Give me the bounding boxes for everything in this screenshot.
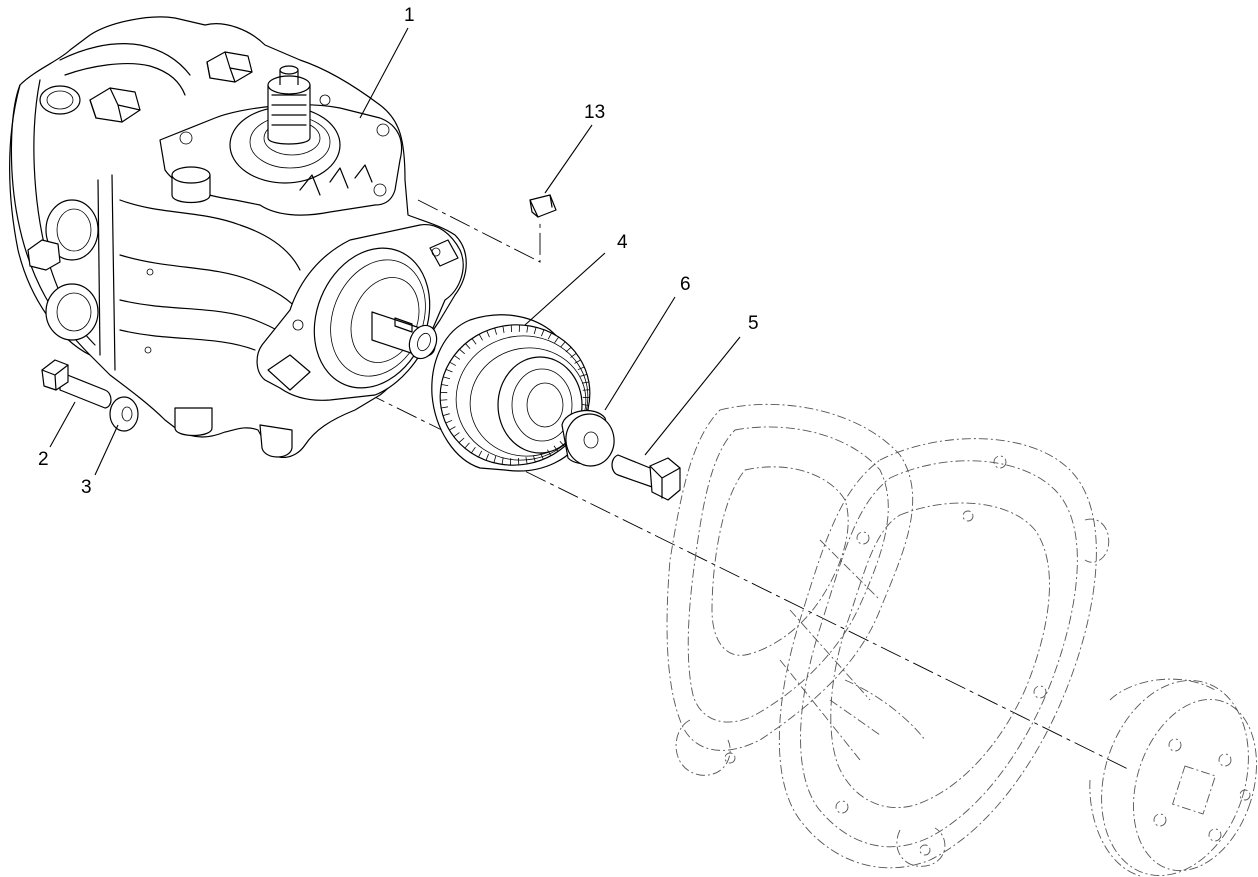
callout-2: 2 xyxy=(38,449,49,470)
gear-tooth xyxy=(485,453,490,461)
gear-tooth xyxy=(533,327,537,335)
callout-3: 3 xyxy=(81,477,92,498)
gear-tooth xyxy=(441,406,449,409)
drive-gear xyxy=(431,314,591,472)
gear-tooth xyxy=(553,445,559,452)
gear-tooth xyxy=(559,440,565,447)
leader-line-1 xyxy=(359,27,409,119)
gear-tooth xyxy=(501,457,504,465)
gear-tooth xyxy=(443,376,451,380)
gear-tooth xyxy=(540,452,544,460)
charge-pump-adapter xyxy=(256,223,464,401)
gear-tooth xyxy=(453,432,460,437)
gear-tooth xyxy=(493,455,497,463)
gear-tooth xyxy=(471,338,477,345)
capscrew xyxy=(41,359,112,409)
gear-tooth xyxy=(449,361,457,366)
phantom-mounting-housing xyxy=(666,403,1257,877)
gear-tooth xyxy=(445,419,453,424)
gear-tooth xyxy=(581,381,589,384)
gear-tooth xyxy=(459,348,465,355)
gear-tooth xyxy=(547,449,552,456)
gear-tooth xyxy=(494,327,498,335)
gear-tooth xyxy=(577,366,585,371)
gear-tooth xyxy=(464,442,470,449)
leader-line-3 xyxy=(94,424,119,476)
gear-tooth xyxy=(574,359,581,364)
gear-tooth xyxy=(581,403,589,406)
gear-tooth xyxy=(570,353,577,358)
gear-tooth xyxy=(453,355,461,360)
gear-tooth xyxy=(502,325,505,334)
callout-4: 4 xyxy=(617,232,628,253)
spacer xyxy=(561,409,615,467)
gear-tooth xyxy=(525,456,528,465)
leader-line-4 xyxy=(524,252,606,326)
gear-tooth xyxy=(449,426,456,431)
gear-tooth xyxy=(441,384,449,387)
gear-tooth xyxy=(486,330,490,338)
leader-line-2 xyxy=(49,401,76,448)
gear-tooth xyxy=(540,329,545,337)
gear-tooth xyxy=(580,373,588,377)
leader-line-6 xyxy=(604,296,676,411)
shaft-key xyxy=(529,194,557,218)
gear-tooth xyxy=(445,368,453,373)
gear-teeth xyxy=(440,324,590,466)
key-guide-line xyxy=(417,199,541,263)
gear-tooth xyxy=(554,336,559,344)
gear-tooth xyxy=(526,325,529,333)
gear-tooth xyxy=(442,413,450,417)
callout-5: 5 xyxy=(748,313,759,334)
gear-tooth xyxy=(565,346,572,353)
gear-tooth xyxy=(458,437,465,444)
leader-line-13 xyxy=(544,124,593,194)
callout-6: 6 xyxy=(680,274,691,295)
gear-tooth xyxy=(547,332,552,340)
callout-1: 1 xyxy=(404,5,415,26)
callout-13: 13 xyxy=(584,102,605,123)
washer xyxy=(109,396,139,432)
leader-line-5 xyxy=(644,336,741,456)
hex-bolt xyxy=(611,454,681,501)
gear-tooth xyxy=(560,341,566,348)
gear-tooth xyxy=(471,446,476,454)
gear-tooth xyxy=(465,343,471,350)
gear-tooth xyxy=(478,334,483,341)
gear-tooth xyxy=(478,450,483,458)
gear-tooth xyxy=(532,455,536,463)
